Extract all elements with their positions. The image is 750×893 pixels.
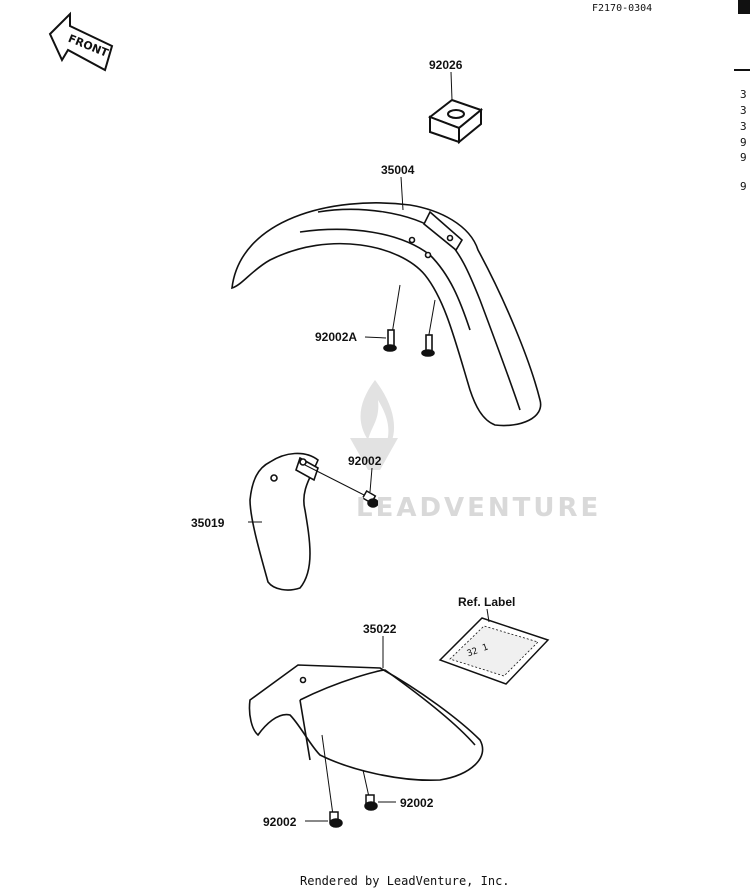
part-label-92002-lower-right[interactable]: 92002 bbox=[400, 796, 434, 810]
part-label-92002A[interactable]: 92002A bbox=[315, 330, 358, 344]
part-35004-front-fender bbox=[231, 202, 542, 427]
footer-credit: Rendered by LeadVenture, Inc. bbox=[300, 874, 510, 888]
leader-92026 bbox=[450, 71, 453, 101]
reference-label-sticker: 32 1 bbox=[438, 608, 550, 685]
edge-number: 9 bbox=[740, 180, 747, 193]
part-label-35019[interactable]: 35019 bbox=[191, 516, 225, 530]
edge-number: 3 bbox=[740, 104, 747, 117]
front-arrow-icon: FRONT bbox=[48, 11, 114, 72]
part-92002-bolts-lower bbox=[305, 734, 396, 828]
part-label-92026[interactable]: 92026 bbox=[429, 58, 463, 72]
part-92002-bolt-middle bbox=[304, 464, 379, 508]
edge-number: 9 bbox=[740, 136, 747, 149]
diagram-code: F2170-0304 bbox=[592, 3, 653, 14]
part-label-35004[interactable]: 35004 bbox=[381, 163, 415, 177]
edge-number: 9 bbox=[740, 151, 747, 164]
part-label-92002-lower-left[interactable]: 92002 bbox=[263, 815, 297, 829]
part-35022-rear-fender bbox=[248, 664, 484, 782]
leader-35004 bbox=[400, 176, 404, 211]
part-35019-side-plate bbox=[249, 452, 319, 591]
leader-92002A bbox=[364, 336, 387, 339]
watermark-logo-icon bbox=[350, 380, 398, 470]
watermark-text: LEADVENTURE bbox=[356, 493, 602, 523]
edge-number: 3 bbox=[740, 120, 747, 133]
part-label-35022[interactable]: 35022 bbox=[363, 622, 397, 636]
ref-label-title: Ref. Label bbox=[458, 595, 516, 609]
edge-number: 3 bbox=[740, 88, 747, 101]
part-label-92002-middle[interactable]: 92002 bbox=[348, 454, 382, 468]
part-92002A-bolts bbox=[383, 284, 436, 357]
corner-mark bbox=[738, 0, 750, 14]
part-92026-block bbox=[427, 98, 484, 145]
